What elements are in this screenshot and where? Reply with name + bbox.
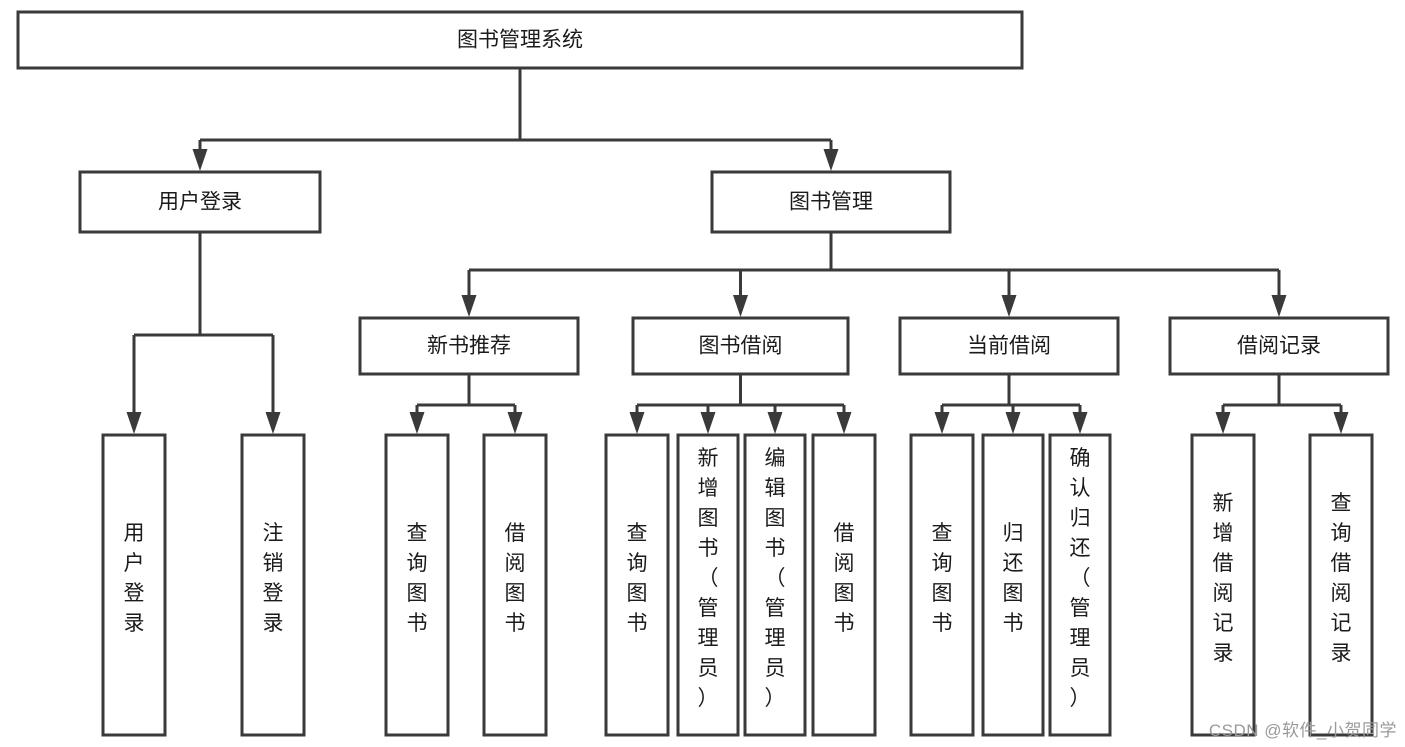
node-label: 图书借阅 (699, 335, 783, 358)
watermark: CSDN @软件_小贺同学 (1208, 721, 1397, 740)
node-box[interactable] (604, 433, 670, 737)
arrow-head-icon (823, 149, 839, 171)
node-box[interactable] (482, 433, 548, 737)
node-box[interactable] (240, 433, 306, 737)
node-label: 用户登录 (158, 191, 242, 214)
arrow-head-icon (265, 412, 281, 434)
node-box[interactable] (710, 170, 952, 234)
node-leaf-logout[interactable]: 注销登录 (240, 433, 306, 737)
connector-layer (126, 68, 1349, 434)
node-box[interactable] (1048, 433, 1112, 737)
arrow-head-icon (1001, 295, 1017, 317)
arrow-head-icon (192, 149, 208, 171)
node-leaf-edit-book[interactable]: 编辑图书（管理员） (743, 433, 807, 737)
node-box[interactable] (909, 433, 975, 737)
node-label: 注销登录 (263, 522, 284, 635)
node-label: 当前借阅 (967, 335, 1051, 358)
node-label: 新增借阅记录 (1213, 492, 1234, 665)
node-label: 查询图书 (932, 522, 953, 635)
node-label: 编辑图书（管理员） (765, 447, 786, 710)
node-label: 查询图书 (407, 522, 428, 635)
node-label: 图书管理 (789, 191, 873, 214)
node-label: 查询借阅记录 (1331, 492, 1352, 665)
node-label: 归还图书 (1003, 522, 1024, 635)
node-box[interactable] (78, 170, 322, 234)
arrow-head-icon (507, 412, 523, 434)
node-root[interactable]: 图书管理系统 (16, 10, 1024, 70)
arrow-head-icon (1333, 412, 1349, 434)
node-box[interactable] (384, 433, 450, 737)
arrow-head-icon (733, 295, 748, 317)
node-book-borrow[interactable]: 图书借阅 (631, 316, 850, 376)
node-user-login[interactable]: 用户登录 (78, 170, 322, 234)
node-leaf-add-record[interactable]: 新增借阅记录 (1190, 433, 1256, 737)
node-borrow-record[interactable]: 借阅记录 (1168, 316, 1390, 376)
node-label: 借阅图书 (505, 522, 526, 635)
arrow-head-icon (1005, 412, 1021, 434)
node-leaf-query-book-3[interactable]: 查询图书 (909, 433, 975, 737)
node-label: 用户登录 (124, 522, 145, 635)
node-box[interactable] (1190, 433, 1256, 737)
node-box[interactable] (981, 433, 1045, 737)
node-new-book-rec[interactable]: 新书推荐 (358, 316, 580, 376)
arrow-head-icon (767, 412, 783, 434)
node-leaf-query-book-1[interactable]: 查询图书 (384, 433, 450, 737)
node-box[interactable] (101, 433, 167, 737)
node-box[interactable] (1308, 433, 1374, 737)
node-leaf-return-book[interactable]: 归还图书 (981, 433, 1045, 737)
arrow-head-icon (461, 295, 477, 317)
node-box[interactable] (16, 10, 1024, 70)
node-label: 新增图书（管理员） (698, 447, 719, 710)
node-leaf-confirm-return[interactable]: 确认归还（管理员） (1048, 433, 1112, 737)
node-leaf-query-record[interactable]: 查询借阅记录 (1308, 433, 1374, 737)
node-leaf-borrow-book-2[interactable]: 借阅图书 (811, 433, 877, 737)
node-book-manage[interactable]: 图书管理 (710, 170, 952, 234)
node-box[interactable] (743, 433, 807, 737)
arrow-head-icon (629, 412, 645, 434)
arrow-head-icon (700, 412, 716, 434)
node-leaf-add-book[interactable]: 新增图书（管理员） (676, 433, 740, 737)
arrow-head-icon (1072, 412, 1088, 434)
node-box[interactable] (631, 316, 850, 376)
node-leaf-user-login[interactable]: 用户登录 (101, 433, 167, 737)
node-label: 借阅记录 (1237, 335, 1321, 358)
node-leaf-query-book-2[interactable]: 查询图书 (604, 433, 670, 737)
node-leaf-borrow-book-1[interactable]: 借阅图书 (482, 433, 548, 737)
node-box[interactable] (676, 433, 740, 737)
node-current-borrow[interactable]: 当前借阅 (898, 316, 1120, 376)
node-box[interactable] (1168, 316, 1390, 376)
node-label: 查询图书 (627, 522, 648, 635)
node-box[interactable] (898, 316, 1120, 376)
node-box[interactable] (811, 433, 877, 737)
arrow-head-icon (836, 412, 852, 434)
node-box[interactable] (358, 316, 580, 376)
node-label: 新书推荐 (427, 335, 511, 358)
arrow-head-icon (126, 412, 142, 434)
node-layer: 图书管理系统用户登录图书管理新书推荐图书借阅当前借阅借阅记录用户登录注销登录查询… (16, 10, 1390, 737)
arrow-head-icon (1271, 295, 1287, 317)
arrow-head-icon (934, 412, 950, 434)
node-label: 图书管理系统 (457, 29, 583, 52)
arrow-head-icon (1215, 412, 1231, 434)
node-label: 借阅图书 (834, 522, 855, 635)
node-label: 确认归还（管理员） (1070, 447, 1091, 710)
arrow-head-icon (409, 412, 425, 434)
